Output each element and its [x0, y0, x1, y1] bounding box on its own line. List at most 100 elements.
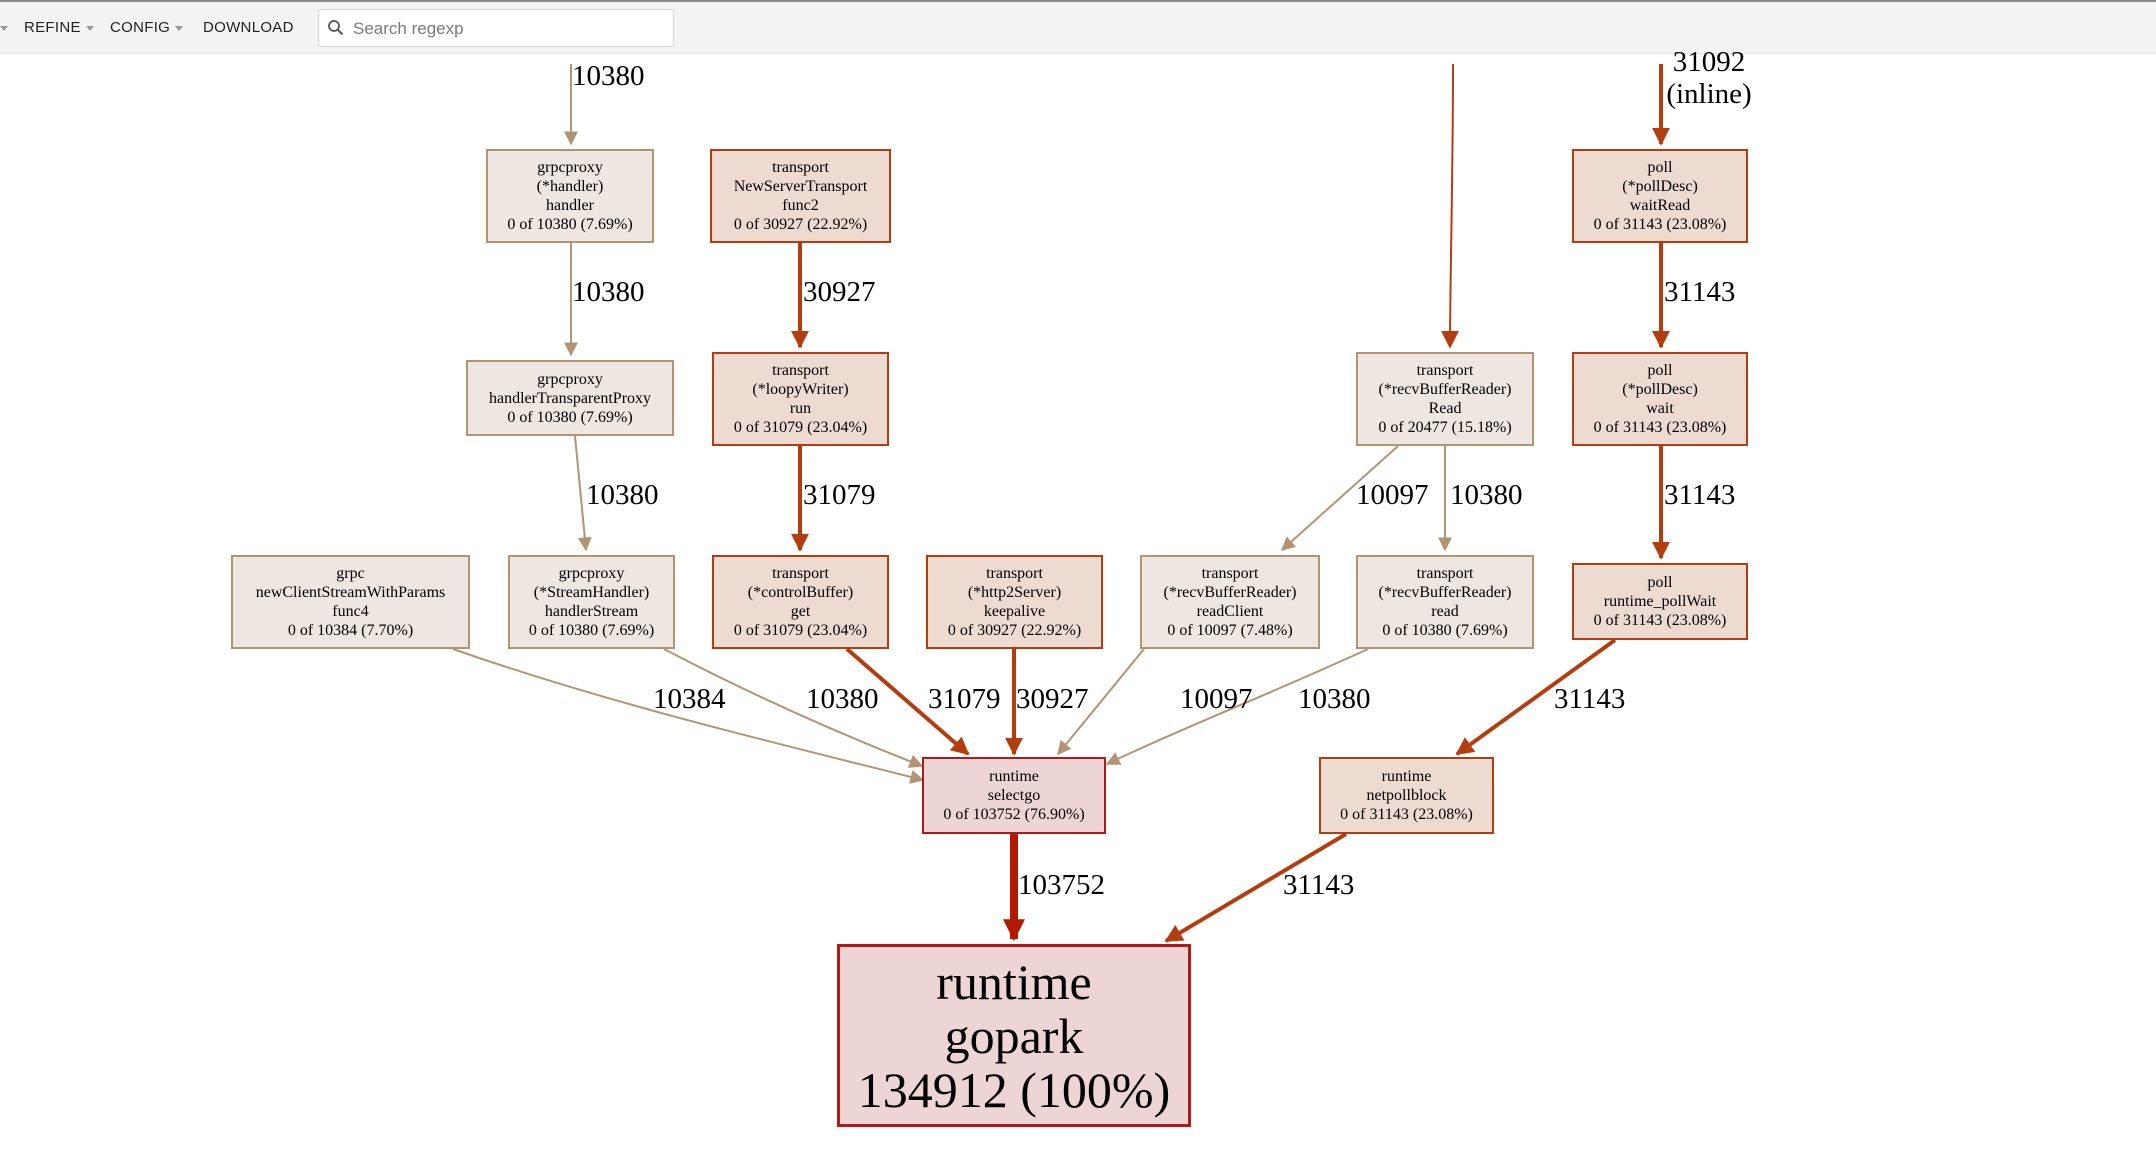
node-line: transport: [1416, 362, 1474, 379]
node-transport-http2server-keepalive[interactable]: transport (*http2Server) keepalive 0 of 309…: [926, 555, 1103, 649]
edge-e-netpollblock-to-gopark[interactable]: [1164, 832, 1348, 943]
config-caret-icon: [175, 25, 184, 31]
edge-label: 10380: [1298, 683, 1371, 715]
node-line: (*pollDesc): [1622, 381, 1698, 398]
refine-caret-icon: [85, 25, 94, 31]
node-runtime-selectgo[interactable]: runtime selectgo 0 of 103752 (76.90%): [922, 757, 1106, 834]
node-line: transport: [1416, 565, 1474, 582]
node-line: (*recvBufferReader): [1378, 381, 1512, 398]
node-line: func4: [332, 603, 369, 620]
node-line: (*handler): [536, 178, 604, 195]
config-menu[interactable]: CONFIG: [110, 2, 184, 54]
edge-label: 31092 (inline): [1666, 46, 1752, 110]
node-runtime-netpollblock[interactable]: runtime netpollblock 0 of 31143 (23.08%): [1319, 757, 1494, 834]
node-line: transport: [986, 565, 1043, 582]
node-line: 0 of 10380 (7.69%): [528, 622, 655, 639]
edge-label: 31079: [928, 683, 1001, 715]
refine-menu-label: REFINE: [24, 19, 81, 36]
node-line: 0 of 30927 (22.92%): [947, 622, 1082, 639]
edge-label: 10380: [586, 479, 659, 511]
search-box[interactable]: [318, 9, 674, 47]
edge-e-readclient-to-selectgo[interactable]: [1057, 648, 1145, 756]
left-dropdown-caret-icon[interactable]: [0, 26, 8, 31]
toolbar: REFINE CONFIG DOWNLOAD: [0, 0, 2156, 54]
node-line: (*pollDesc): [1622, 178, 1698, 195]
node-line: gopark: [944, 1007, 1084, 1064]
node-line: waitRead: [1629, 197, 1691, 214]
node-line: poll: [1647, 574, 1673, 591]
edge-e-handlerstream-to-selectgo[interactable]: [663, 648, 924, 768]
node-line: newClientStreamWithParams: [255, 584, 446, 601]
node-line: func2: [782, 197, 819, 214]
node-line: 0 of 10384 (7.70%): [287, 622, 414, 639]
edge-label: 31143: [1554, 683, 1626, 715]
search-input[interactable]: [351, 14, 667, 44]
node-line: netpollblock: [1366, 787, 1447, 804]
edge-label: 31143: [1283, 869, 1355, 901]
node-line: handler: [546, 197, 594, 214]
node-line: wait: [1646, 400, 1674, 417]
node-line: runtime: [989, 768, 1039, 785]
edge-e-pollwait-to-netpollblock[interactable]: [1455, 638, 1617, 756]
node-poll-waitread[interactable]: poll (*pollDesc) waitRead 0 of 31143 (23.08…: [1572, 149, 1748, 243]
node-line: 134912 (100%): [857, 1061, 1171, 1118]
node-line: (*http2Server): [967, 584, 1062, 601]
node-transport-recvbufferreader-readclient[interactable]: transport (*recvBufferReader) readClient 0 …: [1140, 555, 1320, 649]
node-line: 0 of 103752 (76.90%): [943, 806, 1085, 823]
edge-e-controlbuffer-to-selectgo[interactable]: [845, 647, 970, 756]
node-line: poll: [1647, 159, 1673, 176]
node-line: runtime: [1381, 768, 1432, 785]
node-line: transport: [772, 565, 829, 582]
node-line: get: [790, 603, 811, 620]
edge-label: 103752: [1018, 869, 1105, 901]
node-line: keepalive: [983, 603, 1046, 620]
edge-e-readlower-to-selectgo[interactable]: [1105, 648, 1369, 765]
node-line: 0 of 31143 (23.08%): [1340, 806, 1473, 823]
edge-label: 30927: [803, 276, 876, 308]
edge-e-readupper-to-readclient[interactable]: [1280, 445, 1399, 551]
edge-label: 10380: [806, 683, 879, 715]
edge-label: 31143: [1664, 276, 1736, 308]
node-line: run: [789, 400, 812, 417]
download-button-label: DOWNLOAD: [203, 19, 294, 36]
edge-label: 31079: [803, 479, 876, 511]
node-line: handlerTransparentProxy: [488, 389, 652, 407]
download-button[interactable]: DOWNLOAD: [203, 2, 294, 54]
node-line: read: [1431, 603, 1459, 620]
node-line: 0 of 31143 (23.08%): [1593, 419, 1727, 436]
node-line: handlerStream: [544, 603, 639, 620]
node-line: 0 of 10097 (7.48%): [1167, 622, 1293, 639]
edge-label: 10380: [572, 60, 645, 92]
edge-e-newclientstream-to-selectgo[interactable]: [452, 648, 925, 784]
search-icon: [328, 20, 344, 36]
node-line: 0 of 31143 (23.08%): [1593, 216, 1727, 233]
node-line: 0 of 20477 (15.18%): [1378, 419, 1512, 436]
node-line: transport: [1201, 565, 1259, 582]
node-line: (*recvBufferReader): [1163, 584, 1297, 601]
refine-menu[interactable]: REFINE: [24, 2, 94, 54]
node-line: transport: [772, 159, 829, 176]
node-line: 0 of 31079 (23.04%): [733, 622, 868, 639]
node-line: (*StreamHandler): [533, 584, 650, 601]
node-line: selectgo: [987, 787, 1041, 804]
node-line: (*loopyWriter): [752, 381, 849, 398]
edge-label: 10097: [1356, 479, 1429, 511]
edge-e-transparentproxy-to-handlerstream[interactable]: [574, 435, 592, 552]
edge-e-into-recvbufferreader-read-upper[interactable]: [1441, 63, 1460, 349]
node-line: 0 of 31143 (23.08%): [1593, 612, 1727, 629]
node-line: readClient: [1196, 603, 1264, 620]
edge-label: 31143: [1664, 479, 1736, 511]
